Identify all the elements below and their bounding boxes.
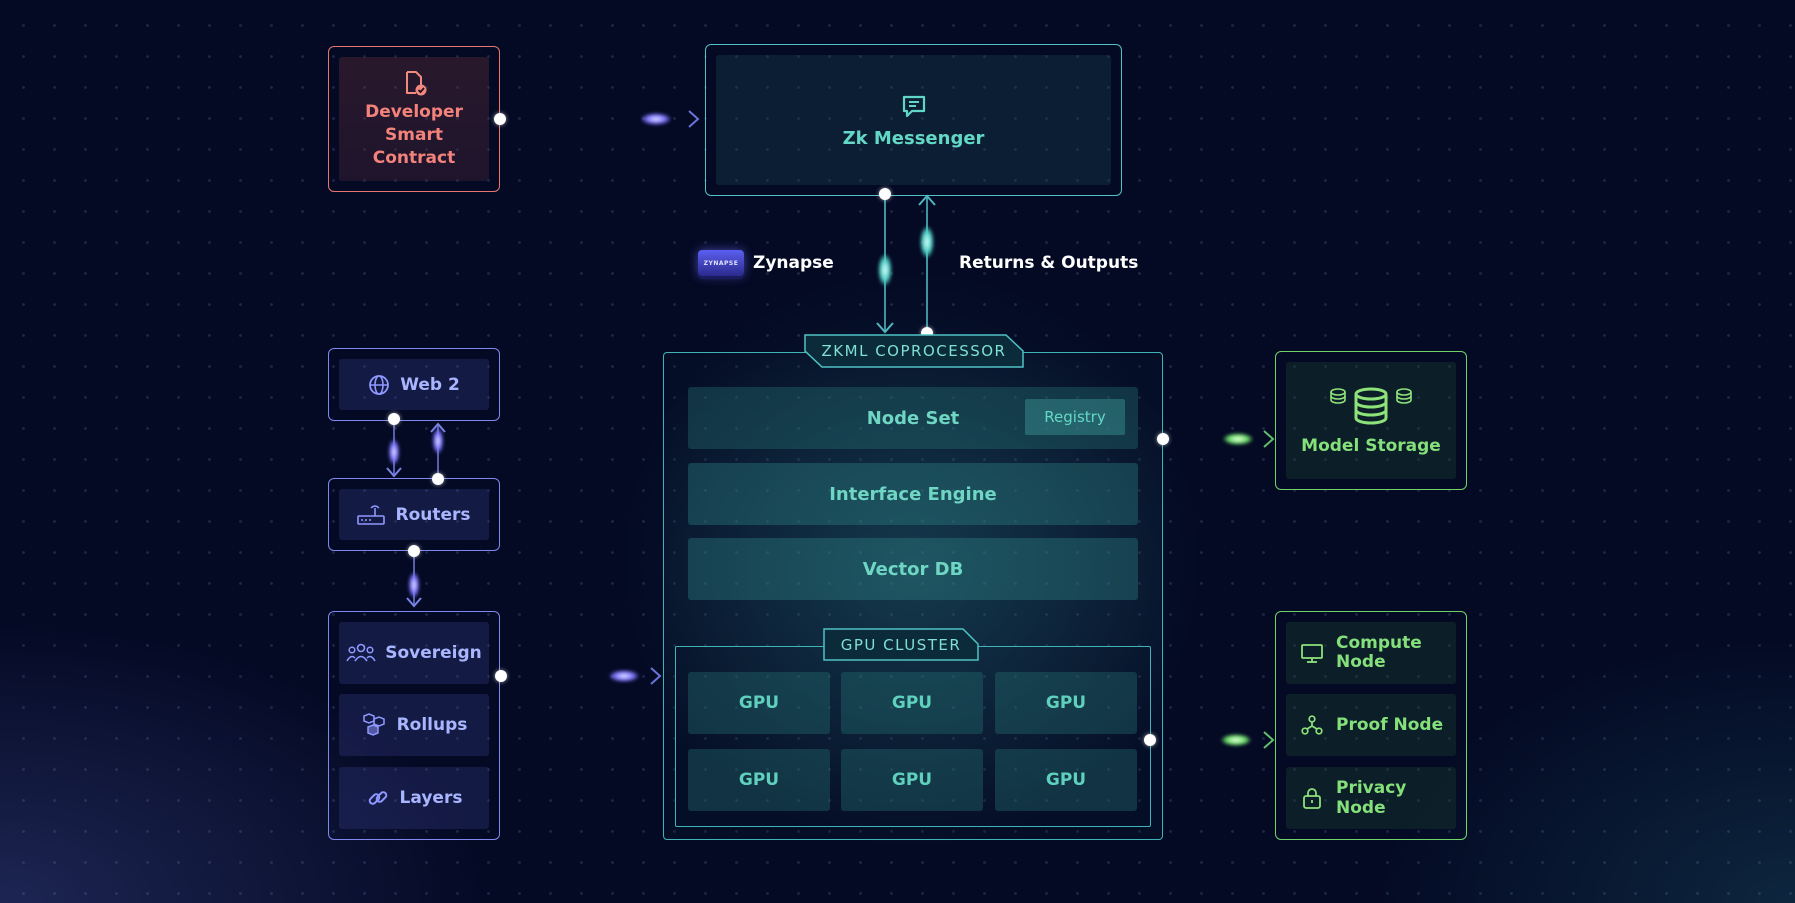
pulse-glow [408, 572, 420, 598]
gpu-unit[interactable]: GPU [688, 672, 830, 734]
gpu-label: GPU [891, 770, 933, 790]
proof-node-label: Proof Node [1336, 715, 1444, 735]
gpu-cluster-title: GPU CLUSTER [840, 635, 962, 654]
model-storage-label: Model Storage [1301, 435, 1441, 456]
arrowhead [650, 667, 662, 685]
coprocessor-title-tag: ZKML COPROCESSOR [804, 334, 1024, 368]
gpu-unit[interactable]: GPU [995, 672, 1137, 734]
connector-dot [495, 670, 507, 682]
layers-item[interactable]: Layers [339, 767, 489, 829]
proof-node-item[interactable]: Proof Node [1286, 694, 1456, 756]
developer-label: Developer Smart Contract [365, 101, 463, 168]
gpu-label: GPU [738, 770, 780, 790]
routers-node[interactable]: Routers [328, 478, 500, 551]
pulse-glow [1223, 433, 1253, 445]
routers-inner: Routers [339, 489, 489, 540]
gpu-label: GPU [891, 693, 933, 713]
zynapse-label-group: ZYNAPSE Zynapse [698, 250, 834, 276]
web2-inner: Web 2 [339, 359, 489, 410]
network-icon [1300, 714, 1324, 736]
zk-messenger-node[interactable]: Zk Messenger [705, 44, 1122, 196]
messenger-label: Zk Messenger [842, 127, 985, 149]
arrowhead [1263, 731, 1275, 749]
arrowhead [406, 597, 422, 608]
developer-inner: Developer Smart Contract [339, 57, 489, 181]
zynapse-label: Zynapse [753, 253, 834, 273]
gpu-unit[interactable]: GPU [841, 672, 983, 734]
connector-dot [432, 473, 444, 485]
model-storage-inner: Model Storage [1286, 362, 1456, 479]
gpu-label: GPU [1045, 693, 1087, 713]
compute-node-item[interactable]: Compute Node [1286, 622, 1456, 684]
gpu-label: GPU [738, 693, 780, 713]
layers-label: Layers [399, 788, 463, 808]
node-types-group[interactable] [1275, 611, 1467, 840]
web2-label: Web 2 [400, 374, 460, 395]
chat-icon [900, 92, 928, 120]
node-set-label: Node Set [866, 407, 960, 429]
sovereign-label: Sovereign [385, 643, 482, 663]
link-icon [366, 786, 390, 810]
sovereign-item[interactable]: Sovereign [339, 622, 489, 684]
arrowhead [386, 467, 402, 478]
returns-outputs-label: Returns & Outputs [959, 253, 1139, 273]
document-check-icon [400, 69, 428, 97]
arrowhead [918, 194, 936, 206]
connector-dot [879, 188, 891, 200]
connector-dot [388, 413, 400, 425]
gpu-label: GPU [1045, 770, 1087, 790]
developer-smart-contract-node[interactable]: Developer Smart Contract [328, 46, 500, 192]
connector-dot [1157, 433, 1169, 445]
people-icon [346, 642, 376, 664]
registry-badge[interactable]: Registry [1025, 399, 1125, 435]
chain-stack-node[interactable] [328, 611, 500, 840]
connector-dot [408, 545, 420, 557]
gpu-unit[interactable]: GPU [688, 749, 830, 811]
arrowhead [876, 322, 894, 334]
arrowhead [1263, 430, 1275, 448]
coprocessor-title: ZKML COPROCESSOR [821, 342, 1007, 360]
messenger-inner: Zk Messenger [716, 55, 1111, 185]
vector-db-label: Vector DB [862, 558, 964, 580]
interface-engine-row[interactable]: Interface Engine [688, 463, 1138, 525]
pulse-glow [432, 428, 444, 454]
vector-db-row[interactable]: Vector DB [688, 538, 1138, 600]
pulse-glow [641, 113, 671, 125]
gpu-unit[interactable]: GPU [995, 749, 1137, 811]
gpu-cluster-title-tag: GPU CLUSTER [823, 628, 979, 661]
arrowhead [430, 422, 446, 433]
node-set-row[interactable]: Node Set Registry [688, 387, 1138, 449]
monitor-icon [1300, 642, 1324, 664]
interface-engine-label: Interface Engine [829, 483, 997, 505]
router-icon [357, 504, 386, 526]
routers-label: Routers [395, 504, 471, 525]
arrowhead [688, 110, 700, 128]
model-storage-node[interactable]: Model Storage [1275, 351, 1467, 490]
web2-node[interactable]: Web 2 [328, 348, 500, 421]
pulse-glow [1221, 734, 1251, 746]
pulse-glow [878, 254, 892, 286]
cubes-icon [361, 712, 387, 738]
pulse-glow [609, 670, 639, 682]
lock-icon [1300, 786, 1324, 810]
rollups-label: Rollups [396, 715, 468, 735]
zkml-coprocessor[interactable] [663, 352, 1163, 840]
globe-icon [368, 374, 390, 396]
zynapse-chip-icon: ZYNAPSE [698, 250, 744, 276]
privacy-node-item[interactable]: Privacy Node [1286, 767, 1456, 829]
pulse-glow [920, 226, 934, 258]
connector-dot [1144, 734, 1156, 746]
connector-dot [494, 113, 506, 125]
privacy-node-label: Privacy Node [1336, 778, 1407, 818]
compute-node-label: Compute Node [1336, 633, 1422, 672]
database-icon [1328, 386, 1414, 428]
zynapse-chip-text: ZYNAPSE [703, 259, 739, 267]
pulse-glow [388, 439, 400, 465]
gpu-unit[interactable]: GPU [841, 749, 983, 811]
rollups-item[interactable]: Rollups [339, 694, 489, 756]
